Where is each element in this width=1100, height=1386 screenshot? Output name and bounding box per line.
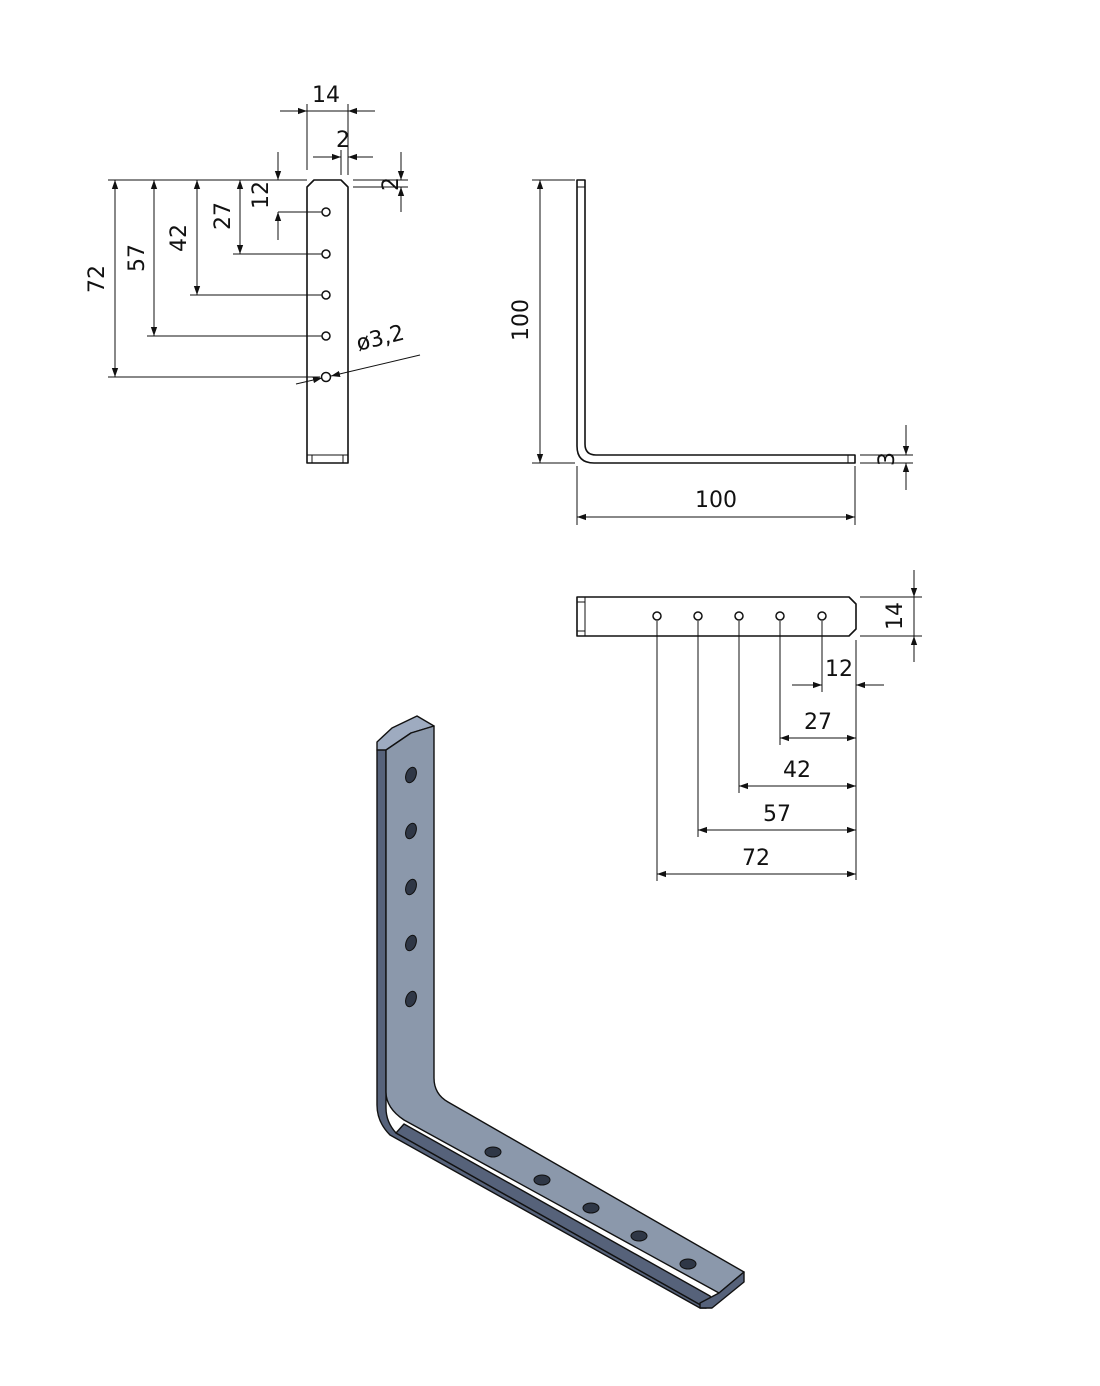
- front-chamfer-dimension: 2: [313, 128, 373, 175]
- side-view-outline: [576, 179, 856, 464]
- front-chamfer-label: 2: [336, 128, 350, 153]
- top-hole-dim-12: 12: [825, 657, 853, 682]
- front-hole-dimensions: 12 27 42 57 72: [85, 152, 322, 378]
- side-view: 100 100 3: [509, 179, 913, 525]
- front-hole-dim-57: 57: [125, 244, 150, 272]
- iso-hole: [405, 822, 417, 840]
- top-hole-dim-57: 57: [763, 802, 791, 827]
- side-height-label: 100: [509, 299, 534, 341]
- top-hole: [652, 611, 662, 621]
- front-hole: [321, 207, 331, 217]
- iso-horizontal-leg-end: [699, 1271, 745, 1309]
- side-thickness-dimension: 3: [860, 425, 913, 490]
- iso-hole: [630, 1230, 648, 1242]
- front-width-label: 14: [312, 83, 340, 108]
- iso-hole: [484, 1146, 502, 1158]
- front-hole-dim-72: 72: [85, 265, 110, 293]
- top-hole-dimensions: 12 27 42 57 72: [656, 621, 884, 881]
- iso-vertical-leg-face: [385, 725, 745, 1294]
- top-hole: [734, 611, 744, 621]
- front-view-outline: [306, 179, 349, 464]
- iso-hole: [533, 1174, 551, 1186]
- top-hole: [693, 611, 703, 621]
- side-length-label: 100: [695, 488, 737, 513]
- front-hole: [320, 371, 332, 383]
- front-width-dimension: 14: [280, 83, 375, 175]
- iso-hole: [405, 990, 417, 1008]
- iso-hole: [405, 878, 417, 896]
- front-hole-dim-12: 12: [249, 181, 274, 209]
- iso-hole: [582, 1202, 600, 1214]
- top-hole-dim-72: 72: [742, 846, 770, 871]
- front-hole-dim-27: 27: [211, 202, 236, 230]
- side-length-dimension: 100: [576, 466, 856, 525]
- front-hole: [321, 290, 331, 300]
- top-width-dimension: 14: [860, 570, 922, 662]
- top-hole-dim-42: 42: [783, 758, 811, 783]
- iso-horizontal-leg-side: [395, 1123, 714, 1309]
- isometric-view: [376, 715, 745, 1309]
- side-thickness-label: 3: [875, 452, 900, 466]
- front-hole: [321, 249, 331, 259]
- front-hole: [321, 331, 331, 341]
- iso-hole: [679, 1258, 697, 1270]
- front-hole-dim-42: 42: [167, 224, 192, 252]
- front-hole-diameter-label: ø3,2: [354, 321, 407, 357]
- iso-hole: [405, 934, 417, 952]
- top-view: 14 12 27 42 57 72: [576, 570, 922, 881]
- front-hole-diameter: ø3,2: [295, 321, 421, 385]
- front-chamfer-vertical-label: 2: [379, 177, 404, 191]
- iso-hole: [405, 766, 417, 784]
- top-width-label: 14: [883, 602, 908, 630]
- front-chamfer-vertical-dimension: 2: [353, 152, 408, 212]
- side-height-dimension: 100: [509, 179, 575, 464]
- top-view-outline: [576, 596, 857, 637]
- front-view: 14 2 2 12 27: [85, 83, 421, 464]
- top-hole: [817, 611, 827, 621]
- top-hole-dim-27: 27: [804, 710, 832, 735]
- top-hole: [775, 611, 785, 621]
